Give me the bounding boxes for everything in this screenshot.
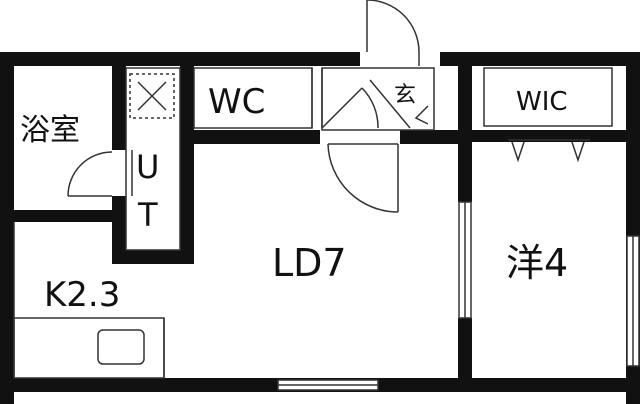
wall-left xyxy=(0,52,14,404)
doors xyxy=(67,0,429,213)
room-label-bath: 浴室 xyxy=(20,113,80,148)
washer-x-2 xyxy=(137,81,167,111)
wc-door-arc xyxy=(361,87,379,129)
entrance-box xyxy=(321,67,435,131)
room-label-wc: WC xyxy=(208,82,265,122)
room-label-kitchen: K2.3 xyxy=(44,275,120,315)
washer-box xyxy=(129,73,175,119)
room-label-ut-bottom: T xyxy=(137,196,158,234)
entrance-shoe-mark xyxy=(414,105,429,125)
wall-top-left xyxy=(0,52,360,66)
wall-ld-right-bottom xyxy=(458,318,472,388)
wall-wic-left xyxy=(458,66,472,144)
wall-bath-right xyxy=(112,66,126,150)
front-door-arc xyxy=(366,0,420,53)
room-label-ld: LD7 xyxy=(272,241,347,285)
wic-hook-2 xyxy=(571,141,585,163)
wall-wc-right xyxy=(180,66,194,144)
wall-ld-right-top xyxy=(458,142,472,202)
kitchen-sink xyxy=(97,329,145,365)
walls xyxy=(0,52,640,404)
room-label-wic: WIC xyxy=(516,87,568,117)
room-label-ut-top: U xyxy=(136,148,159,186)
wall-wic-bottom xyxy=(458,130,626,142)
wall-top-row-bottom xyxy=(180,130,320,144)
wic-hook-1 xyxy=(511,141,525,163)
wall-bath-right-low xyxy=(112,196,126,256)
wall-ut-bottom xyxy=(112,250,192,264)
wc-door-leaf xyxy=(321,87,363,129)
wall-bath-bottom xyxy=(14,210,126,222)
labels: 浴室 WC 玄 WIC U T K2.3 LD7 洋4 xyxy=(20,82,568,315)
wall-top-right xyxy=(440,52,640,66)
thin-lines xyxy=(13,67,613,379)
ut-frame xyxy=(125,67,181,251)
room-label-western: 洋4 xyxy=(506,241,568,285)
wic-box xyxy=(483,67,613,127)
bath-door-arc xyxy=(67,151,113,197)
ld-door-arc xyxy=(327,143,399,213)
wall-top-row-bottom-r xyxy=(400,130,470,144)
wall-ut-right xyxy=(180,142,194,264)
kitchen-counter xyxy=(13,317,165,379)
room-label-entrance: 玄 xyxy=(394,83,416,108)
windows xyxy=(277,201,640,391)
entrance-step xyxy=(369,79,411,129)
